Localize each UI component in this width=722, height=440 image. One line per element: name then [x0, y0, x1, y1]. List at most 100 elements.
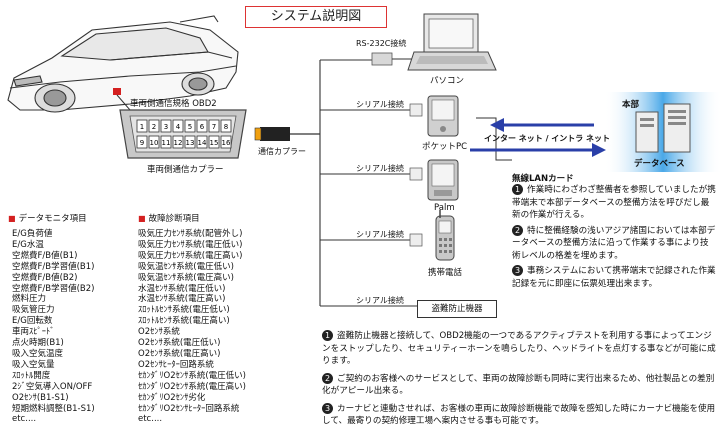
diagnosis-item: etc.... [138, 414, 163, 425]
connection-lines [319, 59, 418, 307]
obd-pin [184, 135, 196, 149]
laptop-illustration [407, 13, 497, 71]
obd-pin [172, 135, 184, 149]
obd-pin-label: 14 [198, 139, 207, 147]
theft-device-box: 盗難防止機器 [417, 300, 497, 318]
obd-pin-label: 4 [176, 123, 181, 131]
comm-coupler [260, 127, 290, 141]
obd-pin [160, 135, 172, 149]
palm-label: Palm [434, 203, 455, 213]
server-illustration [635, 103, 691, 153]
diagnosis-item: 吸気温ｾﾝｻ系統(電圧低い) [138, 261, 234, 272]
data-monitor-item: 空燃費F/B学習値(B1) [12, 261, 95, 272]
obd-pin [184, 119, 196, 133]
rs232c-adapter [371, 52, 393, 66]
hq-label: 本部 [622, 100, 640, 110]
obd-pin [172, 119, 184, 133]
phone-label: 携帯電話 [428, 268, 463, 278]
diagnosis-item: ｽﾛｯﾄﾙｾﾝｻ系統(電圧低い) [138, 305, 230, 316]
network-label: インター ネット / イントラ ネット [484, 134, 611, 143]
diagnosis-item: O2ｾﾝｻ系統(電圧高い) [138, 348, 221, 359]
pocket-pc-illustration [427, 95, 459, 137]
database-label: データベース [634, 159, 685, 169]
obd-pin-label: 1 [140, 123, 144, 131]
connector-name-label: 車両側通信カプラー [147, 165, 224, 175]
obd-pin [148, 135, 160, 149]
data-monitor-item: 吸入空気温度 [12, 348, 64, 359]
diagnosis-item: 吸気圧力ｾﾝｻ系統(配管外し) [138, 229, 243, 239]
obd-pin-label: 15 [210, 139, 219, 147]
data-monitor-item: 2ｼﾞ空気導入ON/OFF [12, 381, 93, 392]
diagnosis-item: ｾｶﾝﾀﾞﾘO2ｾﾝｻ劣化 [138, 392, 206, 403]
data-monitor-item: 点火時期(B1) [12, 338, 64, 349]
obd-pin [136, 135, 148, 149]
obd-pin-label: 5 [188, 123, 192, 131]
data-monitor-item: 空燃費F/B値(B1) [12, 250, 78, 261]
data-monitor-item: E/G回転数 [12, 316, 53, 327]
obd-pin-label: 10 [150, 139, 159, 147]
obd-pin-label: 12 [174, 139, 183, 147]
obd-pin-label: 11 [162, 139, 171, 147]
data-monitor-item: ｽﾛｯﾄﾙ開度 [12, 370, 51, 381]
pocket-pc-label: ポケットPC [422, 142, 468, 152]
diagnosis-item: O2ｾﾝｻ系統 [138, 327, 180, 338]
obd-pin-label: 2 [152, 123, 156, 131]
phone-illustration [435, 210, 455, 261]
diagnosis-item: ｾｶﾝﾀﾞﾘO2ｾﾝｻ系統(電圧高い) [138, 381, 246, 392]
obd-connector [119, 109, 247, 159]
palm-illustration [427, 159, 459, 201]
obd-pin-label: 16 [222, 139, 231, 147]
diagnosis-item: 吸気温ｾﾝｻ系統(電圧高い) [138, 272, 234, 283]
data-monitor-item: etc.... [12, 414, 37, 425]
data-monitor-item: E/G水温 [12, 239, 44, 250]
diagnosis-list: 吸気圧力ｾﾝｻ系統(配管外し)吸気圧力ｾﾝｻ系統(電圧低い)吸気圧力ｾﾝｻ系統(… [138, 229, 246, 425]
obd-pin-label: 7 [212, 123, 216, 131]
obd-pin [136, 119, 148, 133]
connector-spec-label: 車両側通信規格 OBD2 [130, 99, 217, 109]
data-monitor-item: 車両ｽﾋﾟｰﾄﾞ [12, 327, 55, 338]
data-monitor-item: 空燃費F/B値(B2) [12, 272, 78, 283]
obd-pin [220, 119, 232, 133]
data-monitor-item: 燃料圧力 [12, 294, 47, 305]
obd-pin [220, 135, 232, 149]
hq-background [604, 92, 722, 172]
obd-pin [208, 135, 220, 149]
page-title: システム説明図 [245, 6, 387, 28]
comm-coupler-label: 通信カプラー [258, 147, 306, 156]
pc-label: パソコン [430, 76, 465, 86]
diagnosis-item: 吸気圧力ｾﾝｻ系統(電圧高い) [138, 250, 243, 261]
diagnosis-item: 吸気圧力ｾﾝｻ系統(電圧低い) [138, 239, 243, 250]
diagnosis-item: 水温ｾﾝｻ系統(電圧高い) [138, 294, 226, 305]
obd-pin-label: 8 [224, 123, 228, 131]
data-monitor-item: 吸気管圧力 [12, 305, 55, 316]
serial-label-1: シリアル接続 [356, 100, 404, 109]
data-monitor-item: 空燃費F/B学習値(B2) [12, 283, 95, 294]
serial-label-3: シリアル接続 [356, 230, 404, 239]
diagnosis-item: ｽﾛｯﾄﾙｾﾝｻ系統(電圧高い) [138, 316, 230, 327]
diagnosis-item: O2ｾﾝｻﾋｰﾀｰ回路系統 [138, 359, 214, 370]
data-monitor-item: 短期燃料調整(B1-S1) [12, 403, 95, 414]
serial-label-2: シリアル接続 [356, 164, 404, 173]
obd-pin [160, 119, 172, 133]
obd-pin-label: 6 [200, 123, 205, 131]
diagnosis-item: O2ｾﾝｻ系統(電圧低い) [138, 338, 221, 349]
data-monitor-item: O2ｾﾝｻ(B1-S1) [12, 392, 69, 403]
diagnosis-item: ｾｶﾝﾀﾞﾘO2ｾﾝｻ系統(電圧低い) [138, 370, 246, 381]
obd-port-marker [113, 88, 121, 95]
serial-label-4: シリアル接続 [356, 296, 404, 305]
rs232c-label: RS-232C接続 [356, 39, 407, 48]
obd-pin-label: 9 [140, 139, 144, 147]
obd-pin [208, 119, 220, 133]
diagnosis-item: 水温ｾﾝｻ系統(電圧低い) [138, 283, 226, 294]
data-monitor-item: 吸入空気量 [12, 359, 55, 370]
obd-pin-label: 3 [164, 123, 168, 131]
data-monitor-item: E/G負荷値 [12, 229, 53, 239]
